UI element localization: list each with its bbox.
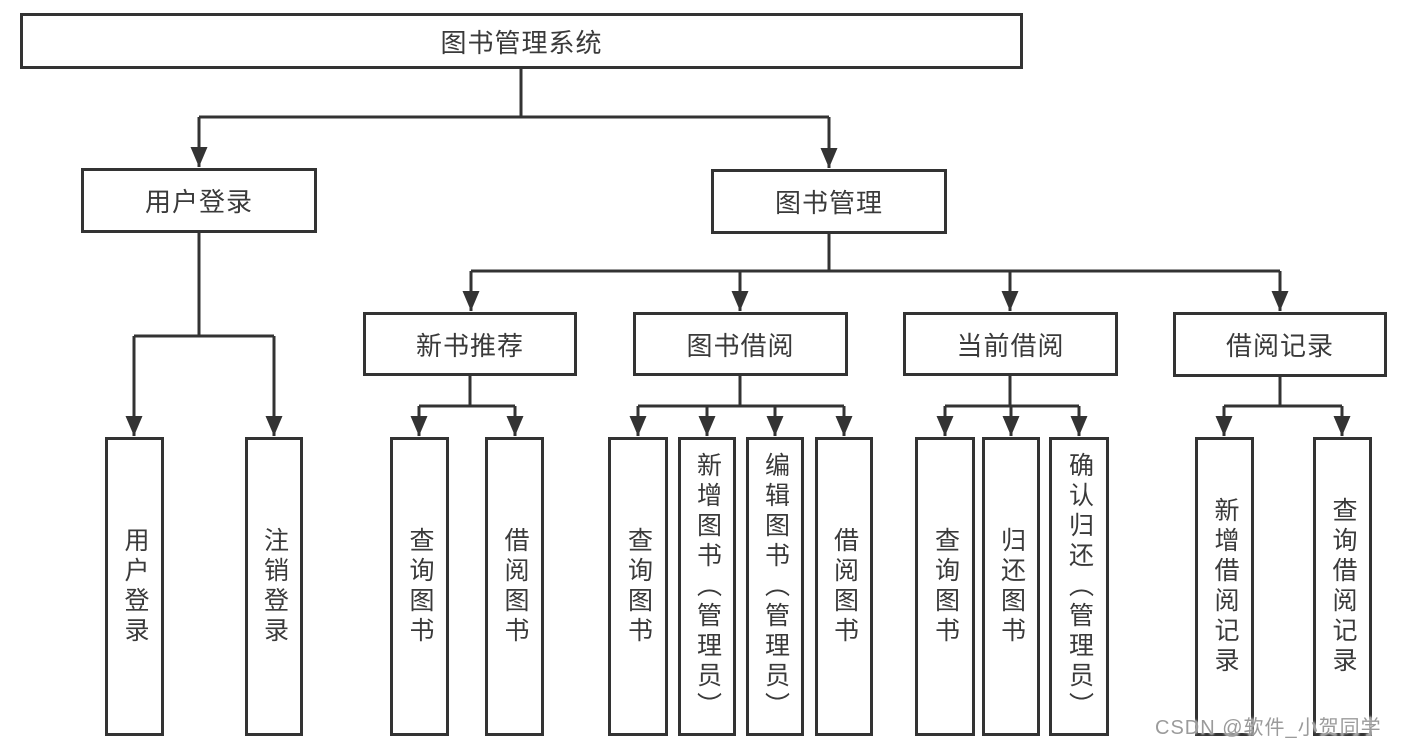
node-root-system: 图书管理系统 xyxy=(20,13,1023,69)
node-user-login: 用户登录 xyxy=(81,168,317,233)
leaf-borrow-book-recommend: 借阅图书 xyxy=(485,437,544,736)
leaf-borrow-book: 借阅图书 xyxy=(815,437,873,736)
leaf-query-borrow-record: 查询借阅记录 xyxy=(1313,437,1372,736)
connector-borrowrecords-tee xyxy=(1224,376,1342,408)
node-current-borrow: 当前借阅 xyxy=(903,312,1118,376)
leaf-edit-book-admin: 编辑图书（管理员） xyxy=(746,437,804,736)
connector-currentborrow-tee xyxy=(945,376,1079,408)
connector-userlogin-tee xyxy=(134,233,274,338)
leaf-query-book-current: 查询图书 xyxy=(915,437,975,736)
leaf-add-borrow-record: 新增借阅记录 xyxy=(1195,437,1254,736)
node-borrow-records: 借阅记录 xyxy=(1173,312,1387,377)
leaf-user-login: 用户登录 xyxy=(105,437,164,736)
leaf-confirm-return-admin: 确认归还（管理员） xyxy=(1049,437,1109,736)
node-new-book-recommend: 新书推荐 xyxy=(363,312,577,376)
connector-root-tee xyxy=(199,69,829,119)
connector-bookborrow-tee xyxy=(638,376,844,408)
connector-bookmgmt-tee xyxy=(471,234,1280,273)
leaf-query-book-borrow: 查询图书 xyxy=(608,437,668,736)
leaf-query-book-recommend: 查询图书 xyxy=(390,437,449,736)
leaf-return-book: 归还图书 xyxy=(982,437,1040,736)
leaf-logout: 注销登录 xyxy=(245,437,303,736)
connector-newbook-tee xyxy=(419,376,515,408)
node-book-borrow: 图书借阅 xyxy=(633,312,848,376)
node-book-management: 图书管理 xyxy=(711,169,947,234)
csdn-watermark: CSDN @软件_小贺同学 xyxy=(1155,717,1382,739)
leaf-add-book-admin: 新增图书（管理员） xyxy=(678,437,736,736)
